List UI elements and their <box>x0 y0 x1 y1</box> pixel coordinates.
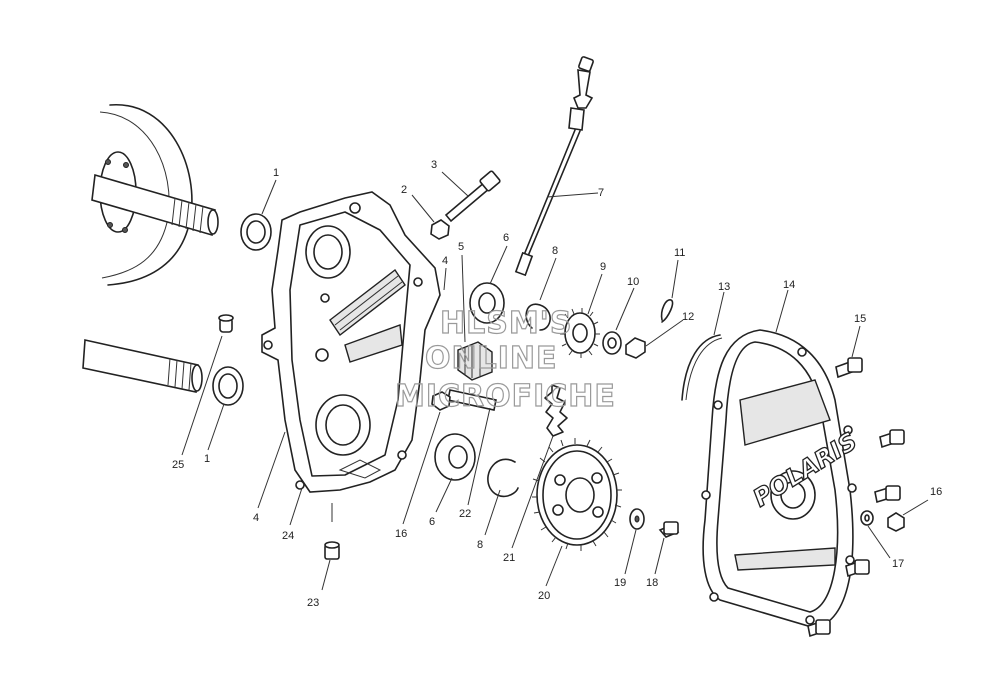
housing-bolt <box>444 170 501 223</box>
callout-15: 15 <box>854 313 866 325</box>
watermark-line-2: ONLINE <box>425 341 558 376</box>
driven-clutch-jackshaft <box>91 104 219 286</box>
adjuster-bolt <box>431 389 497 411</box>
spacer-lower <box>434 433 476 481</box>
bolt-18 <box>658 521 680 538</box>
callout-19: 19 <box>614 577 626 589</box>
callout-14: 14 <box>783 279 795 291</box>
callout-21: 21 <box>503 552 515 564</box>
callout-6-lower: 6 <box>429 516 435 528</box>
callout-13: 13 <box>718 281 730 293</box>
chaincase-housing <box>261 191 441 493</box>
housing-nut <box>430 219 450 240</box>
washer-19 <box>629 508 645 530</box>
spacer-upper <box>469 282 505 324</box>
drain-plug <box>324 541 340 560</box>
snap-ring-upper <box>525 303 551 331</box>
callout-3: 3 <box>431 159 437 171</box>
callout-12: 12 <box>682 311 694 323</box>
chain <box>544 384 568 437</box>
callout-24: 24 <box>282 530 294 542</box>
watermark-line-1: HLSM'S <box>440 306 572 341</box>
callout-23: 23 <box>307 597 319 609</box>
callout-8-lower: 8 <box>477 539 483 551</box>
callout-6-upper: 6 <box>503 232 509 244</box>
washer-10 <box>602 331 622 355</box>
seal-upper <box>240 213 272 251</box>
castle-nut <box>625 337 646 359</box>
callout-4-lower: 4 <box>253 512 259 524</box>
cover-bolts <box>807 357 905 638</box>
chaincase-cover: POLARIS <box>701 329 863 629</box>
callout-9: 9 <box>600 261 606 273</box>
callout-2: 2 <box>401 184 407 196</box>
callout-16-right: 16 <box>930 486 942 498</box>
callout-4-upper: 4 <box>442 255 448 267</box>
seal-lower <box>212 366 244 406</box>
callout-16-left: 16 <box>395 528 407 540</box>
dipstick <box>514 56 594 277</box>
upper-sprocket <box>560 308 600 358</box>
callout-8-upper: 8 <box>552 245 558 257</box>
callouts: 1 2 3 5 4 6 7 8 9 10 11 12 13 14 15 25 1… <box>172 159 942 609</box>
callout-10: 10 <box>627 276 639 288</box>
gasket <box>681 334 723 401</box>
leader-lines <box>181 171 929 591</box>
dowel-pin <box>218 314 234 333</box>
callout-1-lower: 1 <box>204 453 210 465</box>
callout-20: 20 <box>538 590 550 602</box>
callout-18: 18 <box>646 577 658 589</box>
callout-5: 5 <box>458 241 464 253</box>
drive-shaft <box>82 339 203 393</box>
lower-gear <box>532 438 622 551</box>
callout-22: 22 <box>459 508 471 520</box>
chain-tensioner <box>457 341 493 381</box>
callout-11: 11 <box>674 247 685 259</box>
callout-25: 25 <box>172 459 184 471</box>
snap-ring-lower <box>487 458 519 498</box>
callout-7: 7 <box>598 187 604 199</box>
cotter-pin <box>660 299 674 323</box>
callout-17: 17 <box>892 558 904 570</box>
watermark: HLSM'S ONLINE MICROFICHE <box>394 305 616 414</box>
callout-1-upper: 1 <box>273 167 279 179</box>
watermark-line-3: MICROFICHE <box>395 379 616 414</box>
